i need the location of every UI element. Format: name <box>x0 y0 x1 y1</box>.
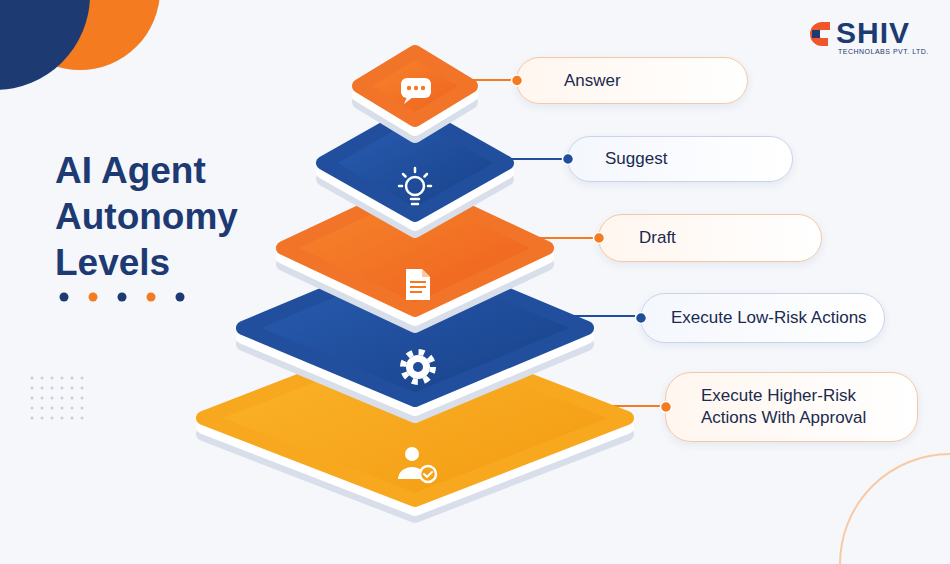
pill-text: Execute Low-Risk Actions <box>671 307 867 329</box>
label-pill: Execute Low-Risk Actions <box>640 293 885 343</box>
pill-text-group: Execute Higher-Risk Actions With Approva… <box>701 385 903 429</box>
diagram-title: AI Agent Autonomy Levels <box>55 148 260 286</box>
person-check-icon <box>398 447 436 482</box>
pill-text-group: Suggest <box>605 148 667 170</box>
connector-dot <box>636 313 647 324</box>
dot-grid <box>31 377 84 420</box>
logo-mark <box>810 22 830 46</box>
title-dots <box>60 293 185 302</box>
corner-arc <box>840 454 950 564</box>
bulb-icon <box>399 168 431 204</box>
connector-dot <box>563 154 574 165</box>
corner-circle <box>0 0 90 90</box>
connector-dot <box>661 402 672 413</box>
logo-subtext: TECHNOLABS PVT. LTD. <box>838 48 929 55</box>
pill-text: Execute Higher-Risk Actions With Approva… <box>701 385 903 429</box>
label-pill: Draft <box>598 214 822 262</box>
pill-text: Draft <box>639 227 676 249</box>
chat-icon <box>401 78 431 104</box>
logo-text: SHIV <box>836 16 910 50</box>
document-icon <box>406 269 430 300</box>
pill-text-group: Answer <box>564 70 621 92</box>
label-pill: Execute Higher-Risk Actions With Approva… <box>665 372 918 442</box>
connector-dot <box>594 233 605 244</box>
gear-icon <box>403 352 433 382</box>
label-pill: Suggest <box>567 136 793 182</box>
label-pill: Answer <box>516 57 748 104</box>
pill-text-group: Draft <box>639 227 676 249</box>
pill-text: Suggest <box>605 148 667 170</box>
pill-text-group: Execute Low-Risk Actions <box>671 307 867 329</box>
pyramid-tiers <box>203 52 627 516</box>
pill-text: Answer <box>564 70 621 92</box>
connector-dot <box>512 75 523 86</box>
